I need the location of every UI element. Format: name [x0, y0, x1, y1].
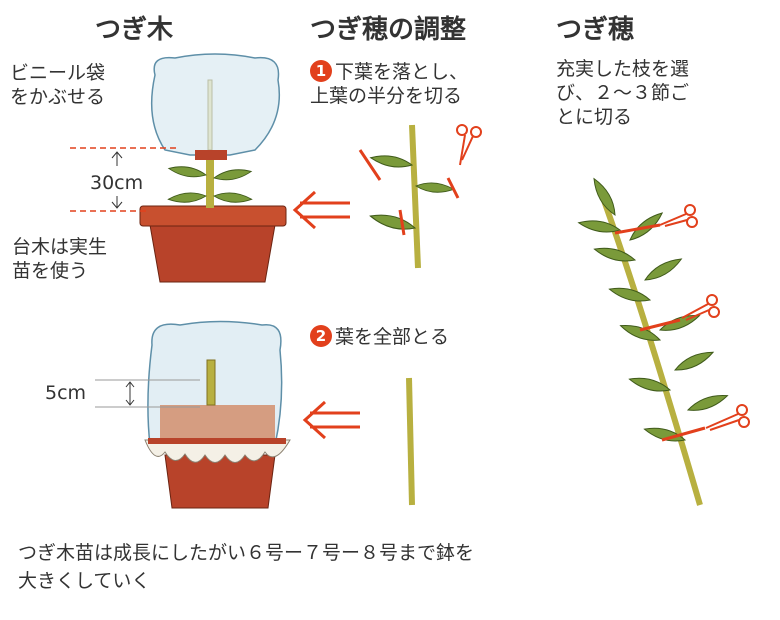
label-line: び、２〜３節ご: [556, 81, 690, 104]
label-line: 大きくしていく: [18, 569, 151, 592]
pot-body: [149, 224, 276, 283]
label-line: 苗を使う: [12, 259, 89, 282]
label-line: ビニール袋: [10, 62, 106, 84]
label-line: 台木は実生: [12, 236, 108, 258]
leaf: [167, 163, 208, 180]
stem: [206, 359, 216, 406]
bag-frill: [144, 439, 291, 463]
leaf: [212, 166, 253, 183]
potted-graft-with-bag: [70, 53, 287, 283]
stem: [206, 150, 214, 208]
label-line: をかぶせる: [10, 85, 106, 108]
scion-leaves-removed: [406, 377, 415, 506]
footer-note: つぎ木苗は成長にしたがい６号ー７号ー８号まで鉢を 大きくしていく: [18, 540, 474, 595]
measure-arrow: [111, 151, 123, 209]
height-label: 30cm: [90, 172, 144, 194]
step-number-badge: 2: [310, 325, 332, 347]
plastic-bag-icon: [150, 53, 281, 156]
label-line: 充実した枝を選: [556, 58, 690, 80]
bag-tie: [148, 438, 286, 444]
bag-tie: [195, 150, 227, 160]
bag-label: ビニール袋 をかぶせる: [10, 62, 105, 110]
scion-with-trimmed-leaves: [358, 124, 482, 269]
pot-rim: [139, 205, 287, 227]
label-line: とに切る: [556, 105, 633, 128]
depth-label: 5cm: [45, 382, 87, 404]
scion-text: 充実した枝を選 び、２〜３節ご とに切る: [556, 58, 689, 129]
label-line: つぎ木苗は成長にしたがい６号ー７号ー８号まで鉢を: [18, 542, 475, 564]
rootstock-label: 台木は実生 苗を使う: [12, 236, 107, 284]
arrow-left-icon: [302, 400, 360, 440]
measure-arrow: [125, 381, 135, 406]
arrow-left-icon: [292, 190, 350, 230]
branch: [577, 175, 750, 506]
scissors-icon: [456, 124, 482, 166]
label-line: 上葉の半分を切る: [310, 84, 463, 107]
scissors-icon: [659, 204, 698, 228]
cut-mark: [614, 223, 706, 442]
cut-mark: [358, 149, 460, 236]
pot-soil: [160, 405, 275, 440]
label-line: 葉を全部とる: [335, 326, 450, 348]
label-line: 下葉を落とし、: [335, 61, 469, 83]
section-title-scion: つぎ穂: [556, 15, 635, 45]
scissors-icon: [681, 294, 720, 321]
section-title-grafting: つぎ木: [95, 15, 174, 45]
leaf: [167, 191, 207, 205]
potted-graft-covered: [95, 320, 291, 509]
step-number-badge: 1: [310, 60, 332, 82]
pot-body: [164, 454, 276, 509]
section-title-scion-prep: つぎ穂の調整: [310, 15, 467, 45]
scissors-icon: [705, 404, 750, 431]
leaf: [213, 191, 253, 205]
